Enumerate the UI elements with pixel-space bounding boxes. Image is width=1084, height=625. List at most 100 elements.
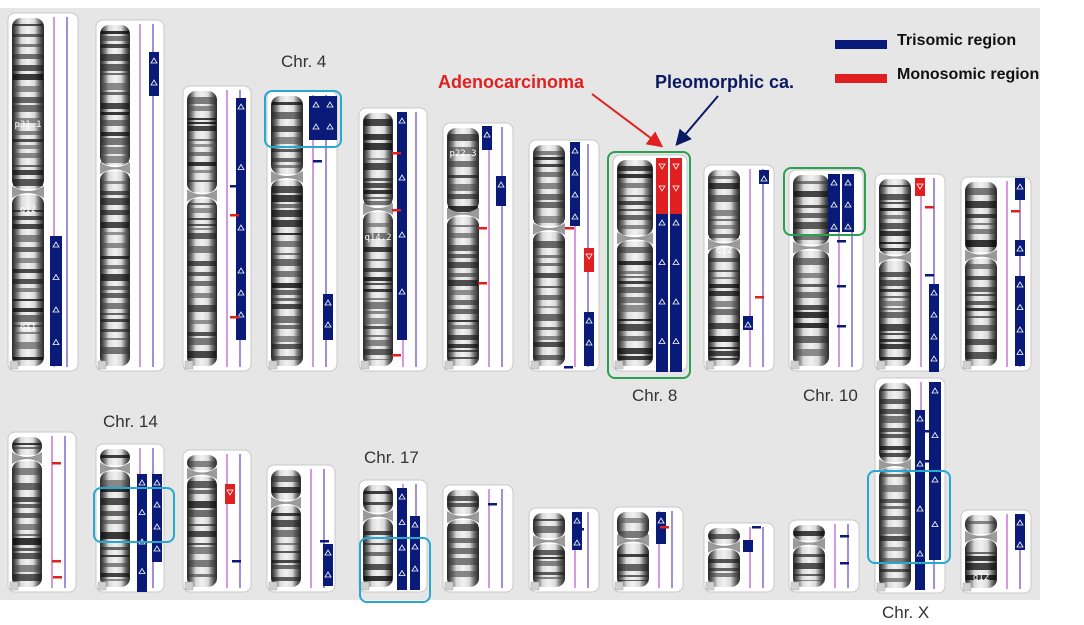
corner-marker (705, 581, 715, 591)
trisomic-segment (1015, 514, 1025, 550)
chromosome-6 (442, 122, 514, 372)
highlight-box-green (607, 151, 691, 379)
label-chr8: Chr. 8 (632, 386, 678, 405)
highlight-box-green (783, 167, 866, 236)
arrow-pleomorphic (675, 95, 719, 147)
chromosome-21 (703, 522, 775, 593)
track-tick (837, 240, 846, 243)
chromosome-5 (358, 107, 428, 372)
chromosome-1 (7, 12, 79, 372)
corner-marker (790, 581, 800, 591)
highlight-box-blue (867, 470, 951, 564)
track-tick (924, 430, 933, 433)
track-tick (755, 296, 764, 299)
centromere (617, 232, 653, 245)
centromere (100, 462, 130, 475)
centromere (363, 203, 393, 216)
track-tick (230, 214, 239, 217)
trisomic-segment (323, 96, 337, 140)
label-chrx: Chr. X (882, 603, 930, 622)
centromere (965, 249, 997, 262)
track-tick (564, 366, 573, 369)
track-tick (320, 540, 329, 543)
track-tick (837, 285, 846, 288)
band-label: q12 (716, 246, 732, 256)
corner-marker (962, 360, 972, 370)
track-tick (230, 185, 239, 188)
chromosome-19 (528, 507, 600, 593)
trisomic-segment (236, 262, 246, 338)
chromosome-2 (95, 19, 165, 372)
corner-marker (790, 360, 800, 370)
centromere (187, 189, 217, 202)
trisomic-segment (152, 474, 162, 562)
track-tick (837, 325, 846, 328)
corner-marker (184, 360, 194, 370)
trisomic-segment (410, 516, 420, 590)
centromere (271, 171, 303, 183)
corner-marker (9, 360, 19, 370)
centromere (617, 534, 649, 547)
highlight-box-blue (264, 90, 342, 148)
track-tick (925, 274, 934, 277)
corner-marker (97, 360, 107, 370)
chromosome-13 (7, 431, 77, 593)
monosomic-segment (656, 158, 668, 214)
trisomic-segment (1015, 276, 1025, 366)
centromere (447, 511, 479, 524)
centromere (363, 509, 393, 522)
trisomic-segment (929, 284, 939, 372)
trisomic-segment (482, 126, 492, 150)
centromere (100, 162, 130, 175)
corner-marker (614, 581, 624, 591)
centromere (879, 251, 911, 264)
trisomic-segment (828, 174, 840, 232)
label-chr14: Chr. 14 (103, 412, 158, 431)
trisomic-segment (656, 214, 668, 372)
trisomic-segment (759, 170, 769, 184)
trisomic-segment (670, 214, 682, 372)
track-tick (925, 206, 934, 209)
corner-marker (876, 360, 886, 370)
chromosome-16 (266, 464, 336, 593)
track-tick (313, 160, 322, 163)
monosomic-segment (584, 248, 594, 272)
corner-marker (530, 581, 540, 591)
track-tick (752, 526, 761, 529)
track-tick (392, 354, 401, 357)
corner-marker (97, 581, 107, 591)
band-label: q41 (20, 323, 36, 333)
chromosome-8 (612, 154, 688, 372)
legend-swatch-trisomic (835, 40, 887, 49)
trisomic-segment (309, 96, 323, 140)
chromosome-18 (442, 484, 514, 593)
track-tick (565, 227, 574, 230)
track-tick (924, 460, 933, 463)
chromosome-3 (182, 85, 252, 372)
trisomic-segment (915, 410, 925, 590)
chromosome-15 (182, 449, 252, 593)
highlight-box-blue (359, 537, 431, 603)
legend-label-trisomic: Trisomic region (897, 32, 1017, 49)
band-label: p31.1 (14, 120, 41, 130)
centromere (447, 207, 479, 220)
centromere (793, 537, 825, 550)
trisomic-segment (572, 512, 582, 550)
chromosome-7 (528, 139, 600, 372)
track-tick (478, 282, 487, 285)
label-chr10: Chr. 10 (803, 386, 858, 405)
centromere (879, 459, 911, 471)
corner-marker (184, 581, 194, 591)
trisomic-segment (323, 294, 333, 340)
chromosome-12 (960, 176, 1032, 372)
chromosome-22 (788, 519, 860, 593)
track-tick (478, 227, 487, 230)
centromere (12, 186, 44, 198)
track-tick (232, 560, 241, 563)
trisomic-segment (1015, 178, 1025, 200)
band-label: p22.3 (449, 149, 476, 159)
trisomic-segment (323, 544, 333, 586)
corner-marker (268, 360, 278, 370)
centromere (533, 535, 565, 548)
